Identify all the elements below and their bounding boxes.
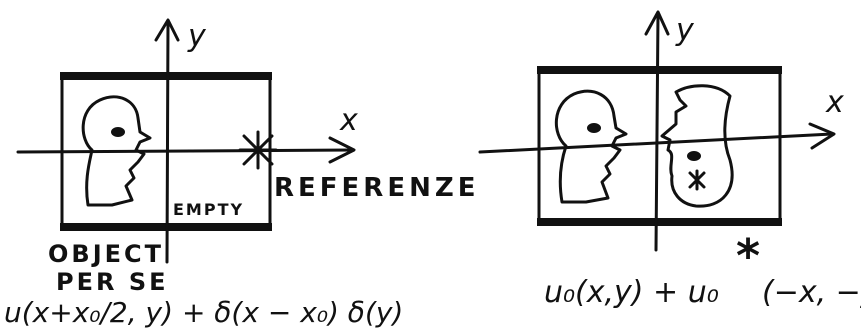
left-y-label: y [187, 19, 207, 54]
twin-image-eye [687, 151, 701, 161]
left-y-axis [154, 18, 180, 264]
left-object-eye [111, 127, 125, 137]
right-formula-main: u₀(x,y) + u₀ [544, 275, 719, 310]
left-formula: u(x+x₀/2, y) + δ(x − x₀) δ(y) [4, 296, 403, 329]
right-object-eye [587, 123, 601, 133]
right-formula-tail: (−x, −y) [762, 275, 861, 310]
left-x-label: x [339, 103, 358, 138]
right-y-label: y [675, 13, 695, 48]
reference-point-icon [238, 130, 278, 170]
left-empty-label: EMPTY [173, 200, 244, 219]
right-frame [537, 66, 782, 226]
right-panel: y x u₀(x,y) + u₀ * (−x, −y) [478, 10, 861, 310]
object-label-line1: OBJECT [48, 240, 164, 268]
reference-label: REFERENZE [274, 173, 479, 203]
right-object-head [554, 89, 628, 204]
left-panel: y x EMPTY REFERENZE OBJECT PER SE u(x+x₀… [4, 18, 479, 329]
right-x-axis [478, 122, 836, 154]
right-formula-star: * [736, 229, 760, 283]
object-label-line2: PER SE [56, 268, 169, 296]
right-y-axis [644, 10, 670, 252]
twin-image [660, 84, 734, 208]
twin-image-asterisk-icon [688, 169, 706, 191]
left-object-head [81, 95, 152, 207]
left-x-axis [16, 136, 356, 164]
right-x-label: x [825, 85, 844, 120]
